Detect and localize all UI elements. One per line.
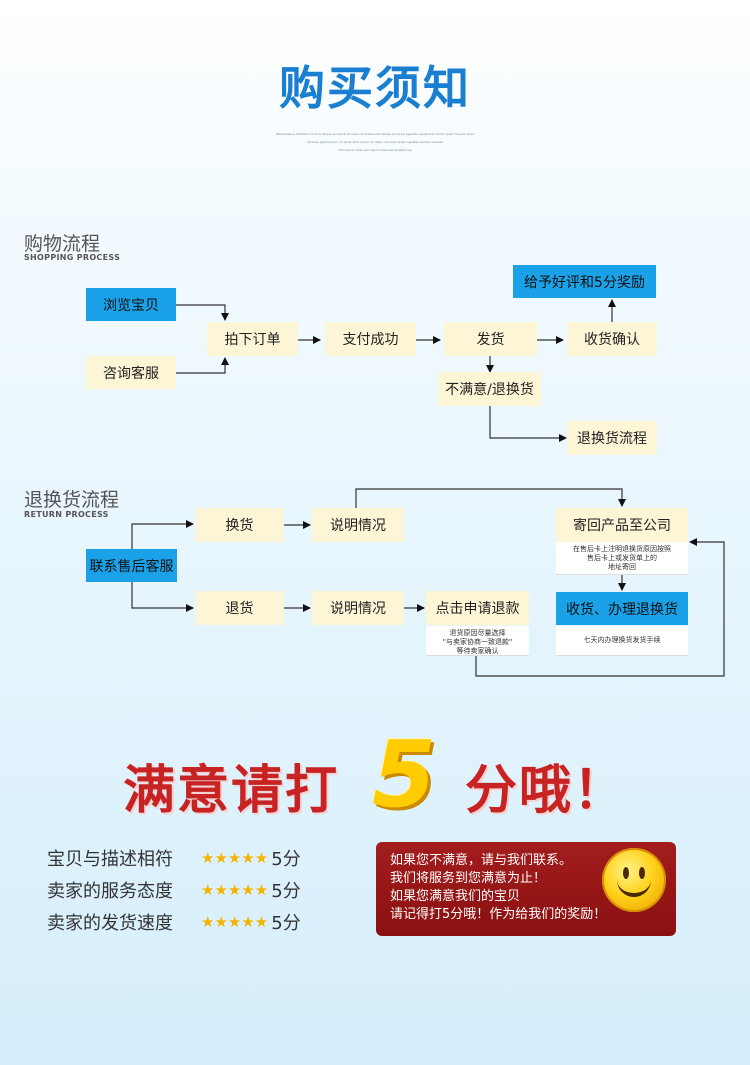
step-confirm: 收货确认 <box>567 322 657 356</box>
fine-print-line-1: Pellentesque habitant morbi tristique se… <box>275 132 475 136</box>
rating-label: 宝贝与描述相符 <box>47 849 173 870</box>
apply-refund-note: 退货原因尽量选择 "与卖家协商一致退款" 等待卖家确认 <box>426 626 529 656</box>
step-review: 给予好评和5分奖励 <box>513 265 656 298</box>
rating-row-description: 宝贝与描述相符 ★★★★★ 5分 <box>47 844 301 872</box>
fine-print-line-3: ultricies mi vitae est mauris placerat e… <box>338 148 412 152</box>
star-icon: ★★★★★ <box>201 881 269 899</box>
rating-score: 5分 <box>271 881 301 902</box>
panel-line-1: 如果您不满意，请与我们联系。 <box>390 853 573 868</box>
smiley-face-icon <box>602 848 666 912</box>
step-send-back: 寄回产品至公司 <box>556 508 688 542</box>
step-contact-service: 联系售后客服 <box>86 549 177 582</box>
return-section-subtitle: RETURN PROCESS <box>24 510 109 519</box>
page-title: 购买须知 <box>279 61 471 115</box>
step-return-flow: 退换货流程 <box>567 421 657 455</box>
return-section-title: 退换货流程 <box>24 489 120 511</box>
banner-text-left: 满意请打 <box>123 761 340 821</box>
apply-note-line-2: "与卖家协商一致退款" <box>442 638 513 646</box>
rating-score: 5分 <box>271 913 301 934</box>
panel-line-4: 请记得打5分哦！作为给我们的奖励！ <box>390 907 607 922</box>
fine-print-line-2: ultricies eget tempor sit amet ante done… <box>306 140 444 144</box>
panel-line-3: 如果您满意我们的宝贝 <box>390 889 521 904</box>
shopping-section-title: 购物流程 <box>24 233 101 255</box>
step-order: 拍下订单 <box>207 322 298 356</box>
rating-label: 卖家的服务态度 <box>47 881 173 902</box>
step-browse: 浏览宝贝 <box>86 288 176 321</box>
receive-note: 七天内办理换货发货手续 <box>556 626 688 656</box>
step-explain-exchange: 说明情况 <box>312 508 404 542</box>
panel-line-2: 我们将服务到您满意为止！ <box>390 871 547 886</box>
star-icon: ★★★★★ <box>201 913 269 931</box>
send-note-line-1: 在售后卡上注明退换货原因按照 <box>573 545 671 553</box>
step-refund: 退货 <box>195 591 284 625</box>
rating-row-shipping: 卖家的发货速度 ★★★★★ 5分 <box>47 908 301 936</box>
step-exchange: 换货 <box>195 508 284 542</box>
step-unhappy: 不满意/退换货 <box>438 372 541 406</box>
step-explain-refund: 说明情况 <box>312 591 404 625</box>
shopping-section-subtitle: SHOPPING PROCESS <box>24 253 121 262</box>
apply-note-line-3: 等待卖家确认 <box>456 647 499 655</box>
step-receive-handle: 收货、办理退换货 <box>556 592 688 625</box>
rating-score: 5分 <box>271 849 301 870</box>
star-icon: ★★★★★ <box>201 849 269 867</box>
send-note-line-3: 地址寄回 <box>608 563 636 571</box>
rating-row-service: 卖家的服务态度 ★★★★★ 5分 <box>47 876 301 904</box>
banner-text-right: 分哦！ <box>465 761 628 821</box>
step-ship: 发货 <box>444 322 537 356</box>
apply-note-line-1: 退货原因尽量选择 <box>449 629 506 637</box>
step-consult: 咨询客服 <box>86 356 176 389</box>
send-note-line-2: 售后卡上或发货单上的 <box>587 554 657 562</box>
send-back-note: 在售后卡上注明退换货原因按照 售后卡上或发货单上的 地址寄回 <box>556 542 688 575</box>
step-apply-refund: 点击申请退款 <box>426 591 529 625</box>
rating-label: 卖家的发货速度 <box>47 913 173 934</box>
step-pay: 支付成功 <box>325 322 416 356</box>
banner-number-five: 5 <box>372 721 437 828</box>
